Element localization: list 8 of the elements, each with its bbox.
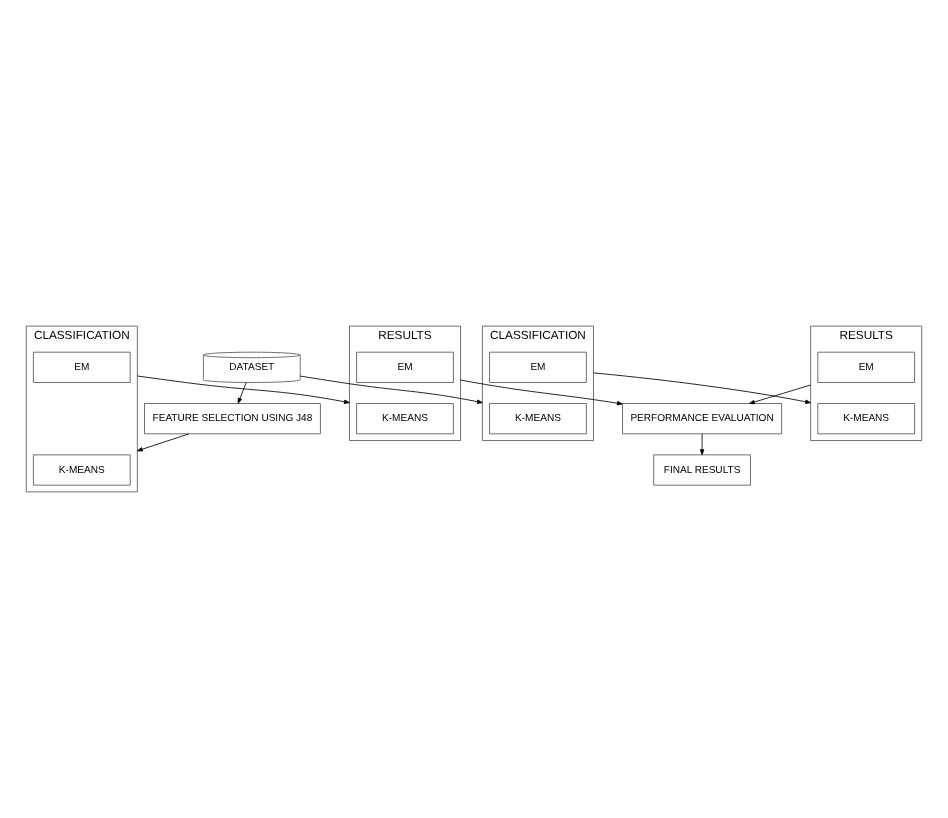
arrow — [300, 375, 483, 404]
arrow — [136, 433, 190, 452]
arrow — [749, 384, 812, 405]
arrow — [460, 379, 623, 406]
arrow — [237, 382, 247, 404]
arrow — [136, 375, 350, 404]
arrow — [593, 372, 812, 404]
arrow — [699, 433, 705, 456]
